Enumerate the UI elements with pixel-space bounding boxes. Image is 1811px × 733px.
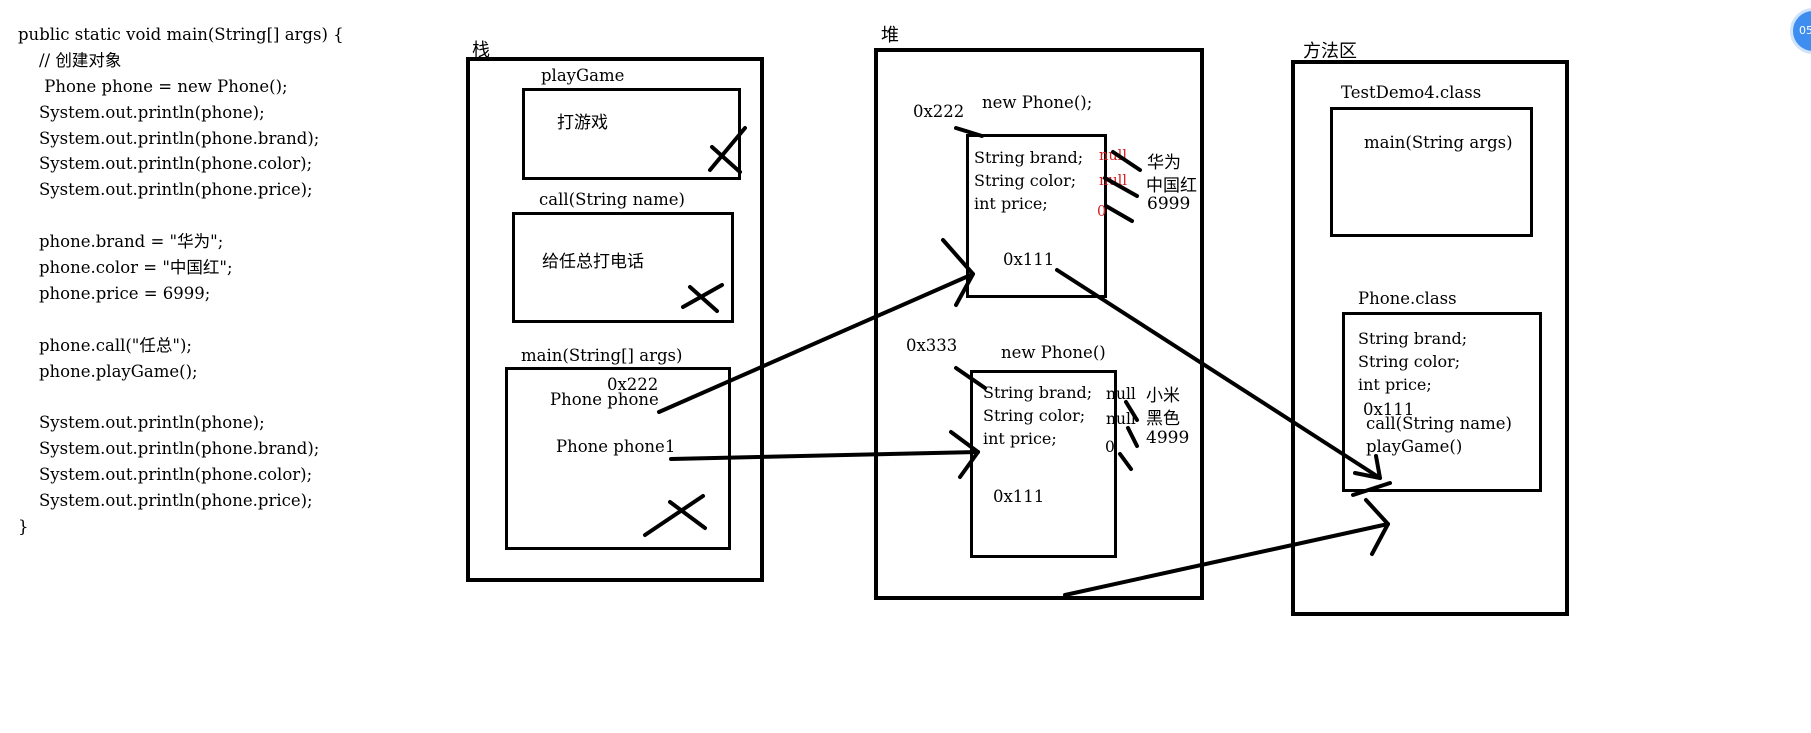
phone-class-field: int price; [1358,375,1432,394]
heap-obj1-address-tick [954,126,984,138]
heap-obj2-default-strike [1126,426,1139,448]
heap-obj1-default-strike [1103,176,1139,198]
call-frame [512,212,734,323]
code-line: System.out.println(phone); [18,102,265,122]
code-line: Phone phone = new Phone(); [18,76,288,96]
code-line: System.out.println(phone.color); [18,465,313,485]
call-frame-label: call(String name) [539,190,685,209]
phone-class-box [1342,312,1542,492]
obj2-method-ref-arrow [1063,498,1390,597]
stack-region [466,57,764,582]
playgame-frame-content: 打游戏 [557,113,608,133]
heap-obj2-default: 0 [1105,438,1115,456]
heap-obj2-value: 小米 [1146,386,1180,406]
heap-obj1-value: 华为 [1147,153,1181,173]
code-line: System.out.println(phone.price); [18,491,313,511]
heap-obj2-default-strike [1124,400,1139,422]
call-frame-content: 给任总打电话 [542,252,644,272]
code-line: System.out.println(phone); [18,413,265,433]
heap-obj2-field: String color; [983,406,1086,425]
heap-obj2-field: int price; [983,429,1057,448]
main-frame-var-phone: Phone phone [550,390,659,409]
phone-class-address: 0x111 [1363,400,1415,419]
heap-obj2-address-tick [954,366,987,390]
heap-region [874,48,1204,600]
phone-reference-arrow [657,238,975,414]
playgame-frame-cross [708,126,747,174]
code-line: phone.price = 6999; [18,283,211,303]
heap-obj1-value: 6999 [1147,194,1191,214]
code-line: phone.playGame(); [18,361,198,381]
code-line: System.out.println(phone.price); [18,180,313,200]
method-area-region [1291,60,1569,616]
testdemo-main-method: main(String args) [1364,133,1513,152]
heap-obj2-default: null [1106,410,1136,428]
heap-obj2-value: 黑色 [1146,409,1180,429]
stack-title: 栈 [472,40,490,61]
phone-class-field: String brand; [1358,329,1468,348]
heap-obj1-default-strike [1104,204,1134,223]
phone-class-method: call(String name) [1366,414,1512,433]
main-frame-var-phone1: Phone phone1 [556,437,676,456]
phone1-reference-arrow [669,430,980,479]
heap-obj2-address: 0x333 [906,336,958,355]
code-line: public static void main(String[] args) { [18,25,344,44]
code-line: phone.color = "中国红"; [18,258,233,278]
method-area-title: 方法区 [1303,41,1357,62]
main-frame-address: 0x222 [607,375,659,394]
heap-obj1-value: 中国红 [1146,176,1197,196]
heap-obj2-field: String brand; [983,383,1093,402]
phone-class-field: String color; [1358,352,1461,371]
heap-obj1-field: String brand; [974,148,1084,167]
heap-obj1-default: null [1099,148,1127,164]
heap-obj1-default-strike [1111,150,1142,172]
call-frame-cross [681,283,724,313]
main-frame-label: main(String[] args) [521,346,683,365]
heap-obj1 [966,134,1107,298]
heap-obj2-value: 4999 [1146,428,1190,448]
playgame-frame-label: playGame [541,66,625,85]
code-line: phone.brand = "华为"; [18,232,224,252]
heap-obj2-default: null [1106,385,1136,403]
phone-class-method: playGame() [1366,437,1463,456]
heap-obj1-method-ref: 0x111 [1003,250,1055,269]
obj1-method-ref-arrow [1055,268,1392,497]
source-code: public static void main(String[] args) {… [18,22,344,540]
testdemo-class-box [1330,107,1533,237]
heap-obj2-method-ref: 0x111 [993,487,1045,506]
code-line: } [18,516,29,536]
code-line: System.out.println(phone.color); [18,154,313,174]
code-line: System.out.println(phone.brand); [18,439,320,459]
code-line: // 创建对象 [18,50,122,70]
heap-obj2-default-strike [1118,452,1133,471]
heap-obj1-address: 0x222 [913,102,965,121]
heap-obj2-label: new Phone() [1001,343,1106,362]
heap-obj1-field: int price; [974,194,1048,213]
code-line: phone.call("任总"); [18,335,192,355]
code-line: System.out.println(phone.brand); [18,128,320,148]
heap-obj1-label: new Phone(); [982,93,1093,112]
phone-class-label: Phone.class [1358,289,1457,308]
heap-obj1-field: String color; [974,171,1077,190]
main-frame-cross [643,494,707,537]
heap-obj1-default: 0 [1097,204,1107,220]
heap-title: 堆 [881,25,899,46]
testdemo-class-label: TestDemo4.class [1341,83,1482,102]
